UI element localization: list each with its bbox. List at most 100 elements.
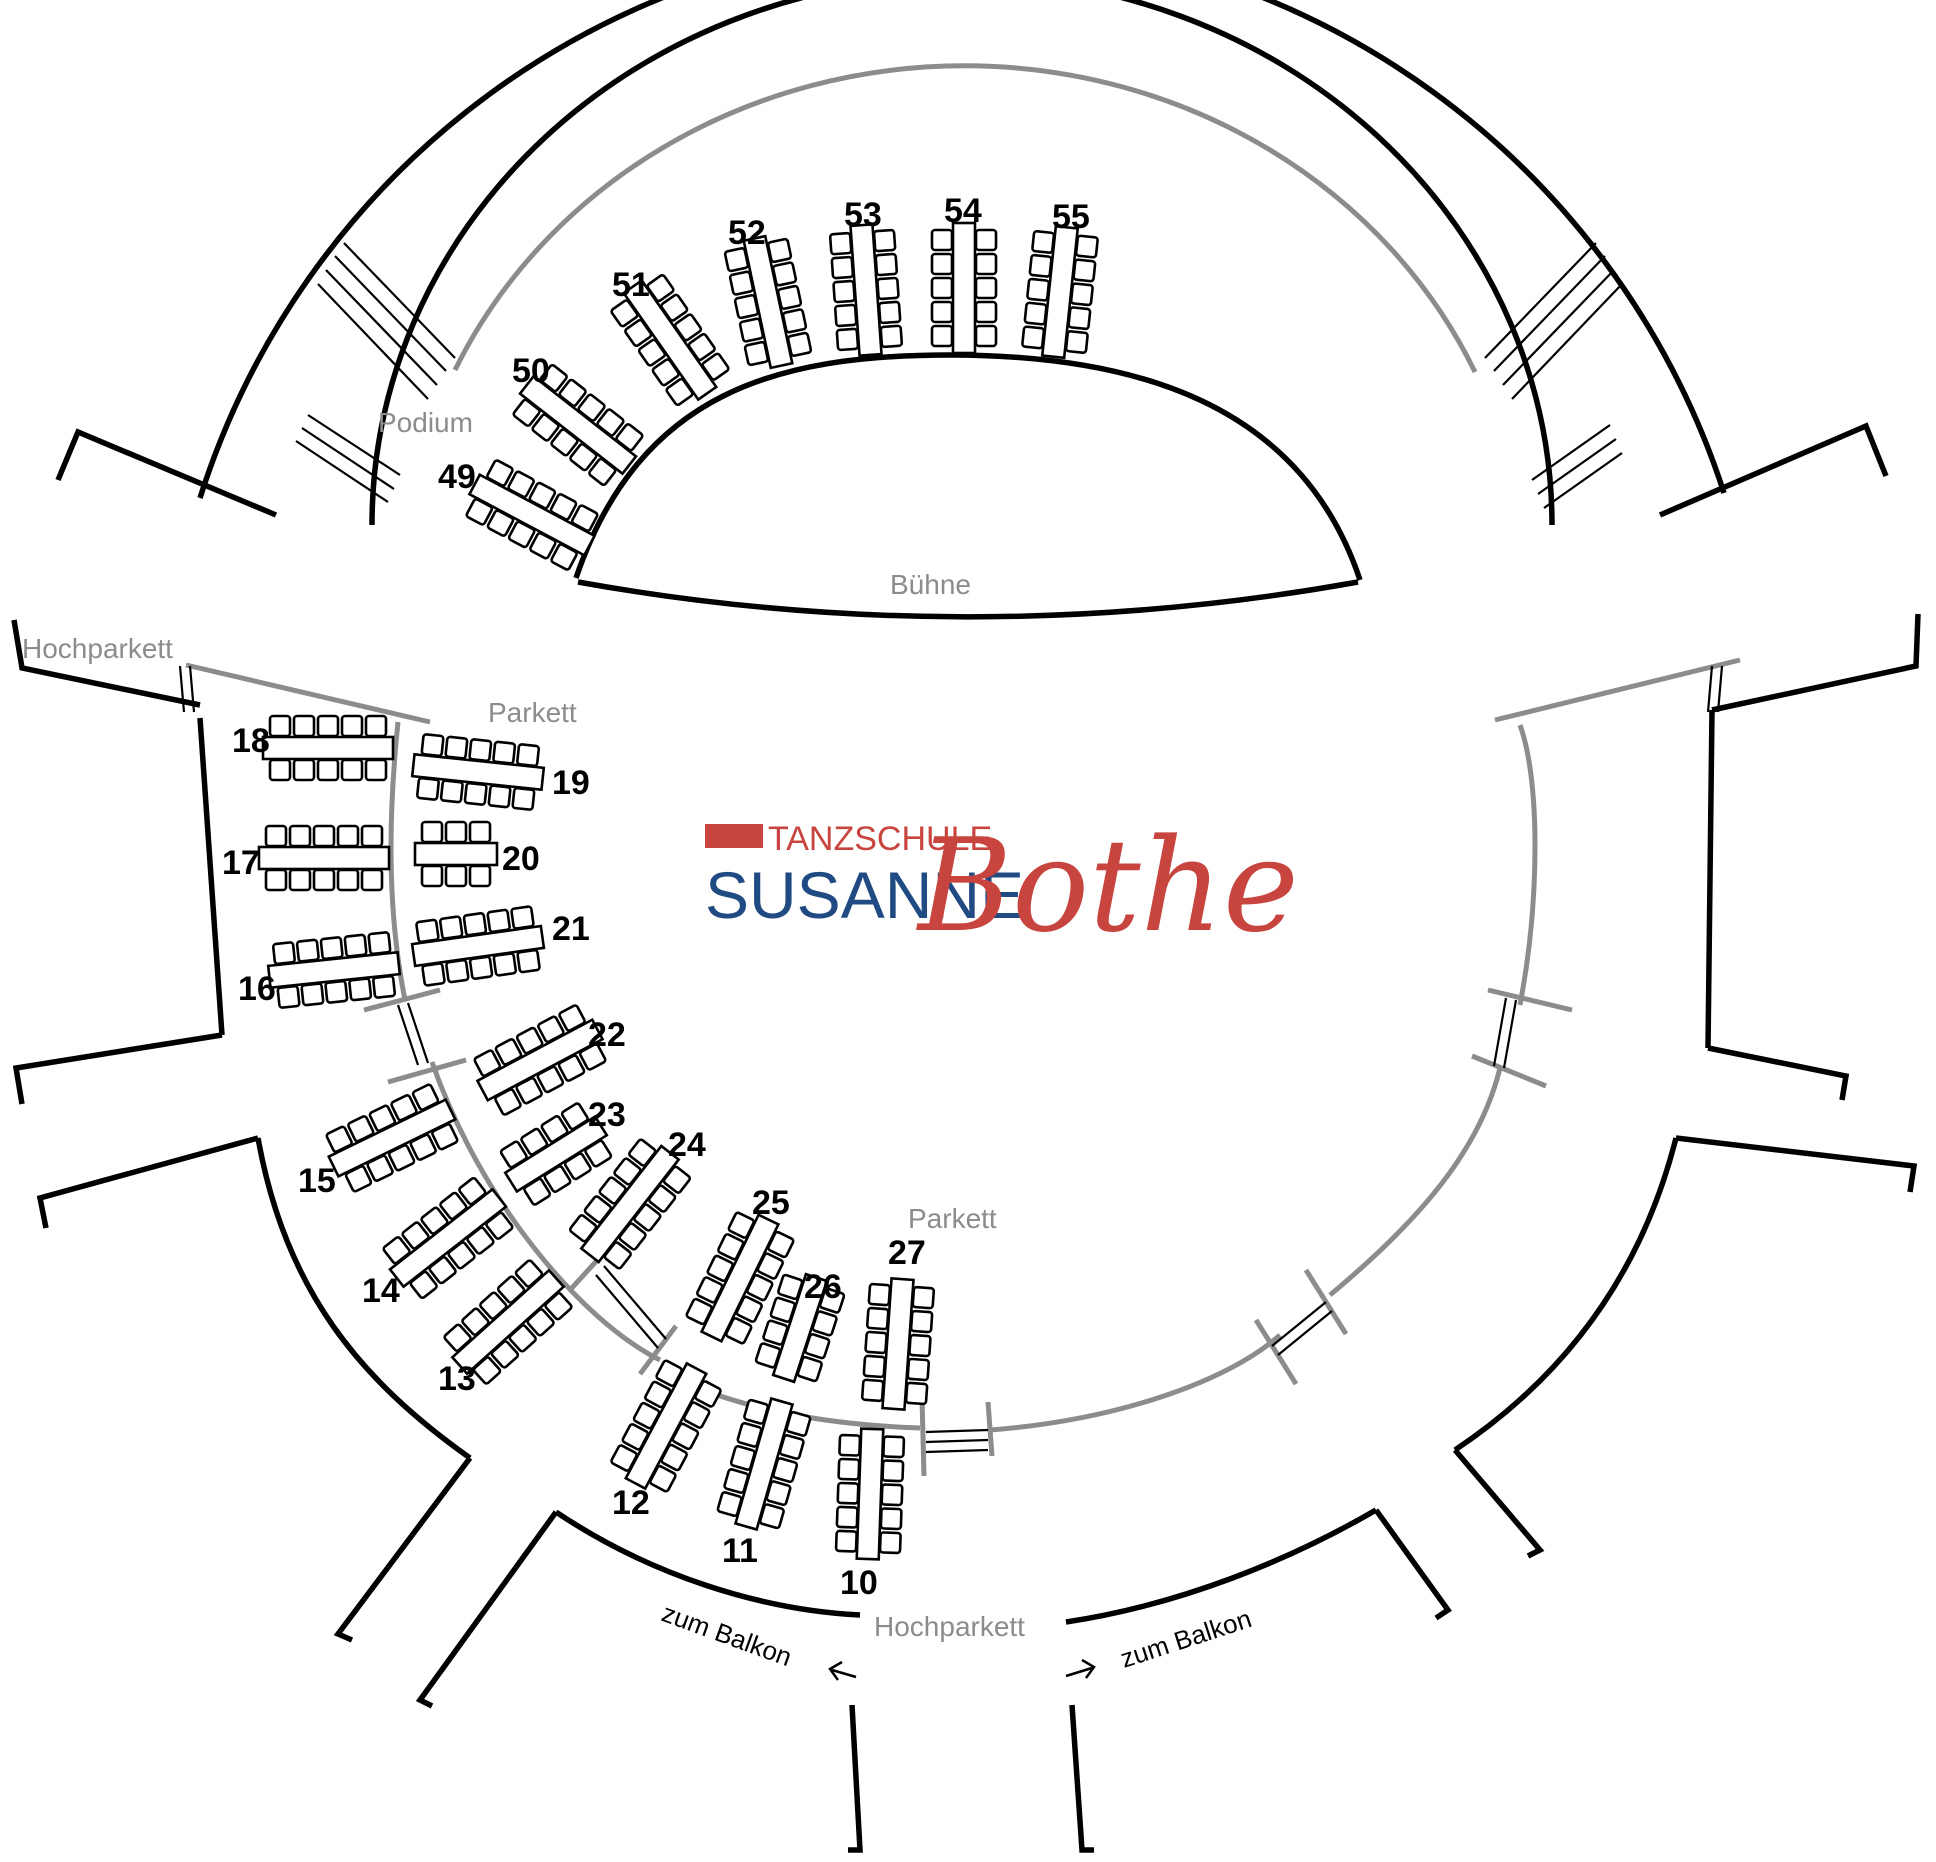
table-27 bbox=[860, 1277, 936, 1411]
chair bbox=[468, 738, 493, 763]
chair bbox=[443, 1323, 472, 1352]
chair bbox=[777, 1273, 804, 1301]
chair bbox=[387, 1144, 416, 1172]
table-number: 16 bbox=[238, 970, 276, 1008]
chair bbox=[615, 423, 644, 452]
chair bbox=[877, 300, 902, 325]
table-52 bbox=[723, 234, 813, 370]
chair bbox=[818, 1287, 846, 1314]
chair bbox=[366, 1154, 394, 1182]
chair bbox=[479, 1291, 508, 1320]
chair bbox=[499, 1140, 528, 1169]
chair bbox=[316, 758, 340, 782]
chair bbox=[904, 1381, 929, 1406]
chair bbox=[563, 1152, 592, 1181]
chair bbox=[706, 1254, 734, 1283]
chair bbox=[295, 938, 320, 963]
table-13 bbox=[443, 1259, 573, 1385]
chair bbox=[1031, 229, 1056, 254]
chair bbox=[584, 1139, 613, 1168]
area-labels: Bühne Podium Hochparkett Parkett Parkett… bbox=[22, 407, 1025, 1642]
chair bbox=[324, 979, 349, 1004]
chair bbox=[268, 758, 292, 782]
chair bbox=[268, 714, 292, 738]
chair bbox=[462, 912, 488, 937]
chair bbox=[264, 824, 288, 848]
table-12 bbox=[610, 1359, 722, 1493]
chair bbox=[836, 1481, 860, 1505]
chair bbox=[1026, 277, 1051, 302]
exit-right-label: zum Balkon bbox=[1117, 1603, 1255, 1674]
chair bbox=[340, 758, 364, 782]
logo-script: Bothe bbox=[916, 812, 1299, 961]
chair bbox=[465, 498, 494, 526]
chair bbox=[486, 509, 515, 537]
chair bbox=[510, 905, 535, 930]
chair bbox=[1069, 282, 1094, 307]
chair bbox=[539, 363, 568, 393]
table-25 bbox=[685, 1211, 795, 1345]
chair bbox=[368, 1104, 397, 1132]
table-number: 21 bbox=[552, 910, 590, 948]
table-16 bbox=[266, 931, 402, 1009]
chair bbox=[528, 481, 557, 510]
chair bbox=[644, 1380, 672, 1409]
chair bbox=[1028, 253, 1053, 278]
chair bbox=[729, 1444, 756, 1471]
chair bbox=[409, 1133, 437, 1161]
chair bbox=[537, 1015, 565, 1044]
chair bbox=[492, 740, 517, 765]
chair bbox=[496, 1275, 526, 1304]
chair bbox=[754, 1342, 782, 1369]
chair bbox=[336, 824, 360, 848]
table-number: 14 bbox=[362, 1272, 400, 1310]
chair bbox=[458, 1176, 487, 1206]
chair bbox=[560, 1102, 589, 1131]
chair bbox=[420, 1206, 449, 1235]
chair bbox=[830, 255, 855, 280]
chair bbox=[660, 293, 689, 322]
chair bbox=[727, 1211, 755, 1239]
chair bbox=[874, 252, 899, 277]
table-51 bbox=[610, 274, 730, 406]
exit-left-label: zum Balkon bbox=[658, 1597, 796, 1672]
chair bbox=[494, 1088, 522, 1116]
chair bbox=[468, 820, 492, 844]
chair bbox=[633, 1203, 662, 1232]
table-top bbox=[261, 735, 395, 761]
chair bbox=[716, 1491, 743, 1518]
table-number: 55 bbox=[1052, 198, 1090, 236]
chair bbox=[444, 864, 468, 888]
chair bbox=[439, 779, 464, 804]
chair bbox=[930, 252, 954, 276]
chair bbox=[420, 733, 445, 758]
chair bbox=[651, 358, 680, 387]
table-18 bbox=[261, 714, 395, 782]
chair bbox=[463, 781, 488, 806]
table-number: 50 bbox=[512, 352, 550, 390]
chair bbox=[431, 1123, 459, 1151]
chair bbox=[1072, 258, 1097, 283]
chair bbox=[487, 784, 512, 809]
chair bbox=[785, 1410, 812, 1437]
chair bbox=[867, 1282, 892, 1307]
chair bbox=[598, 1176, 627, 1205]
chair bbox=[865, 1306, 890, 1331]
table-19 bbox=[410, 733, 546, 811]
chair bbox=[781, 308, 808, 334]
chair bbox=[723, 1468, 750, 1494]
table-number: 51 bbox=[612, 266, 650, 304]
chair bbox=[550, 543, 578, 571]
chair bbox=[438, 915, 464, 940]
table-number: 15 bbox=[298, 1162, 336, 1200]
chair bbox=[486, 908, 511, 934]
chair bbox=[531, 413, 560, 442]
chair bbox=[468, 955, 494, 980]
chair bbox=[879, 324, 904, 349]
table-10 bbox=[834, 1427, 906, 1561]
chair bbox=[415, 776, 440, 801]
chair bbox=[756, 1252, 784, 1280]
chair bbox=[908, 1333, 932, 1358]
chair bbox=[568, 1214, 598, 1243]
